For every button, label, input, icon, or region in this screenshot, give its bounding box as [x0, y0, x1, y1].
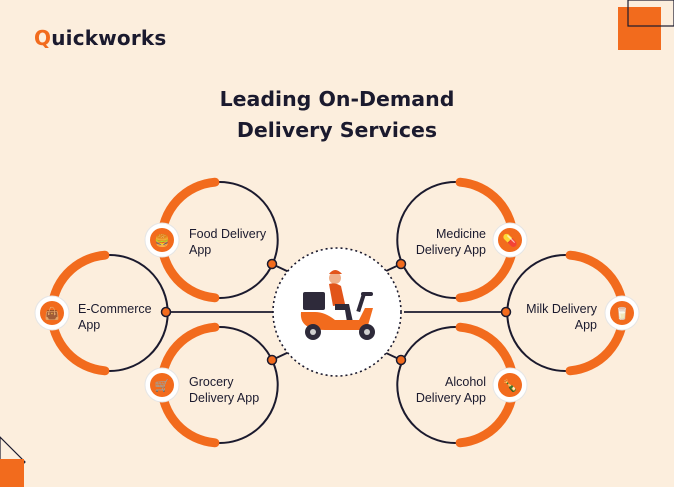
svg-text:🛒: 🛒 — [155, 379, 170, 393]
label-line-1: Grocery — [189, 375, 234, 389]
ring-inner-arc — [396, 181, 461, 299]
label-line-2: App — [574, 318, 597, 332]
pills-icon: 💊 — [492, 222, 528, 258]
shopping-cart-icon: 🛒 — [144, 367, 180, 403]
connector-dot — [266, 258, 278, 270]
label-line-1: Food Delivery — [189, 227, 267, 241]
service-ring-3: 🛒 — [144, 322, 279, 448]
service-ring-1: 🍔 — [144, 177, 279, 303]
svg-text:🍾: 🍾 — [503, 379, 518, 393]
connector-dot — [395, 258, 407, 270]
food-icon: 🍔 — [144, 222, 180, 258]
corner-outline-deco — [627, 0, 674, 27]
svg-text:👜: 👜 — [45, 307, 60, 321]
service-ring-4: 💊 — [395, 177, 528, 303]
quickworks-logo: Quickworks — [34, 26, 167, 50]
center-hub — [272, 247, 402, 377]
label-line-2: Delivery App — [189, 391, 260, 405]
connector-dot — [500, 306, 512, 318]
ring-inner-arc — [214, 181, 279, 299]
milk-bottle-icon: 🥛 — [604, 295, 640, 331]
corner-square-bottom-deco — [0, 459, 24, 487]
label-line-2: App — [189, 243, 212, 257]
ring-inner-arc — [396, 326, 461, 444]
title-line-1: Leading On-Demand — [219, 87, 455, 111]
label-line-2: Delivery App — [415, 243, 486, 257]
svg-text:💊: 💊 — [503, 233, 518, 248]
label-line-1: Milk Delivery — [526, 302, 597, 316]
svg-text:🥛: 🥛 — [615, 307, 630, 321]
connector-dot — [160, 306, 172, 318]
service-ring-5: 🥛 — [500, 250, 640, 376]
corner-square-deco — [618, 7, 661, 50]
svg-text:🍔: 🍔 — [155, 234, 170, 248]
logo-q: Q — [34, 26, 52, 50]
label-line-2: Delivery App — [415, 391, 486, 405]
delivery-scooter-icon — [300, 270, 375, 340]
title-line-2: Delivery Services — [236, 118, 438, 142]
label-line-2: App — [78, 318, 101, 332]
connector-dot — [395, 354, 407, 366]
service-ring-2: 👜 — [34, 250, 172, 376]
bottles-icon: 🍾 — [492, 367, 528, 403]
logo-rest: uickworks — [51, 26, 167, 50]
service-ring-6: 🍾 — [395, 322, 528, 448]
connector-dot — [266, 354, 278, 366]
label-line-1: Medicine — [435, 227, 486, 241]
label-line-1: E-Commerce — [78, 302, 152, 316]
ring-inner-arc — [214, 326, 279, 444]
shopping-bag-icon: 👜 — [34, 295, 70, 331]
label-line-1: Alcohol — [445, 375, 486, 389]
service-rings: 🍔 👜 🛒 💊 🥛 🍾 — [34, 177, 640, 448]
page-title: Leading On-Demand Delivery Services — [0, 84, 674, 146]
